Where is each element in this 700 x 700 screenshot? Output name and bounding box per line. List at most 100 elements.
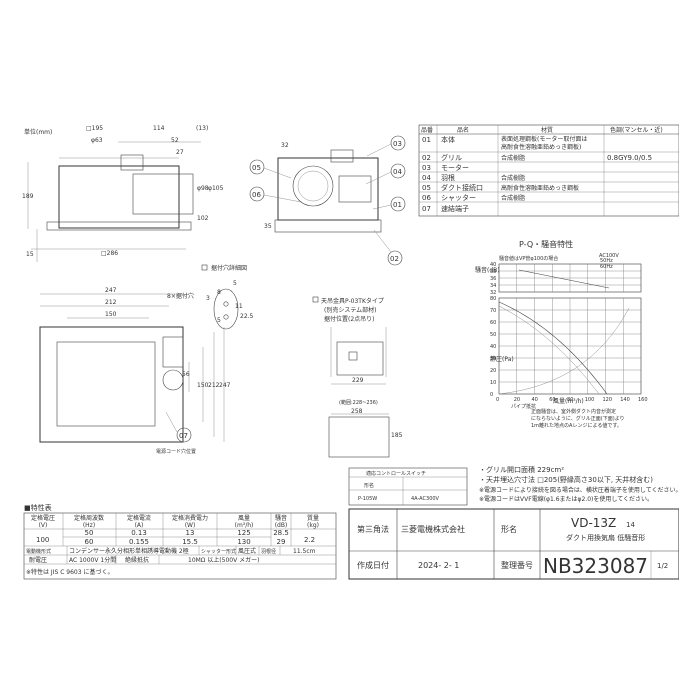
dim-text: 8×据付穴 [167, 292, 194, 300]
projection-label: 第三角法 [357, 524, 389, 534]
table-cell: 4A-AC300V [411, 496, 440, 502]
dim-text: 212 [208, 382, 220, 389]
dim-text: 247 [219, 382, 231, 389]
noise-tick: 38 [490, 269, 496, 275]
dim-text: □286 [101, 250, 118, 257]
spec-header: (dB) [275, 522, 288, 529]
table-cell: 0.8GY9.0/0.5 [607, 154, 652, 162]
spec-voltage: 100 [36, 536, 49, 544]
dim-text: 102 [197, 215, 209, 222]
hanger-title: 据付位置(2点吊り) [324, 315, 375, 323]
spec-label: 絶縁抵抗 [125, 556, 149, 564]
x-tick: 80 [567, 397, 573, 403]
spec-label: 羽根径 [261, 548, 276, 555]
callout-05: 05 [249, 159, 292, 179]
dim-text: 189 [22, 193, 34, 200]
table-header: 色調(マンセル・近) [610, 126, 663, 134]
dim-text: φ98 [197, 185, 209, 192]
spec-label: シャッター形式 [201, 548, 236, 555]
dim-text: 22.5 [240, 313, 254, 320]
table-cell: シャッター [441, 193, 476, 202]
dim-text: 114 [153, 125, 165, 132]
dim-text: 27 [176, 149, 184, 156]
table-cell: 04 [422, 174, 431, 182]
note-line: ※電源コードにより接続を図る場合は、横状圧着端子を使用してください。 [479, 486, 679, 494]
spec-value: コンデンサー永久分相形単相誘導電動機 2極 [69, 547, 189, 555]
spec-value: 11.5cm [293, 548, 316, 555]
spec-cell: 28.5 [273, 529, 289, 537]
dim-text: 5 [233, 280, 237, 287]
dim-text: (範囲:228~236) [339, 399, 378, 406]
table-cell: モーター [441, 163, 469, 172]
hanger-title: 天吊金具P-03TKタイプ [321, 297, 384, 305]
fan-circle [292, 165, 334, 207]
callout-02: 02 [373, 229, 403, 266]
static-tick: 40 [490, 344, 496, 350]
static-tick: 50 [490, 332, 496, 338]
spec-cell: 60 [85, 538, 94, 546]
svg-text:02: 02 [390, 255, 399, 263]
pq-curve-50hz [498, 301, 608, 395]
note-line: ※電源コードはVVF電線(φ1.6またはφ2.0)を使用してください。 [479, 495, 653, 503]
doc-number: NB323087 [543, 554, 648, 578]
chart-title: P-Q・騒音特性 [519, 239, 573, 249]
spec-label: 耐電圧 [29, 556, 47, 564]
date-label: 作成日付 [357, 560, 389, 570]
switch-table-title: 適応コントロールスイッチ [366, 470, 426, 477]
dim-text: φ105 [208, 185, 224, 192]
static-tick: 80 [490, 296, 496, 302]
table-cell: 速結端子 [441, 204, 469, 213]
model-main: VD-13Z [571, 516, 616, 530]
static-tick: 10 [490, 380, 496, 386]
callout-04: 04 [365, 163, 406, 185]
static-tick: 30 [490, 356, 496, 362]
parts-table: 品番 品名 材質 色調(マンセル・近) 01 本体 表面処理鋼板(モーター取付面… [418, 124, 680, 217]
x-tick: 120 [603, 397, 613, 403]
callout-06: 06 [249, 186, 302, 203]
x-tick: 60 [549, 397, 555, 403]
dim-text: 258 [351, 408, 363, 415]
dim-text: 185 [391, 432, 403, 439]
table-header: 品番 [421, 127, 433, 134]
svg-text:03: 03 [393, 140, 402, 148]
dim-text: 56 [182, 371, 190, 378]
x-tick: 160 [638, 397, 648, 403]
dim-text: 212 [105, 299, 117, 306]
table-cell: 高耐食性溶融亜鉛めっき鋼板) [501, 143, 581, 151]
spec-header: (Hz) [83, 522, 95, 529]
unit-label: 単位(mm) [24, 128, 52, 136]
table-cell: 03 [422, 164, 431, 172]
model-description: ダクト用換気扇 低騒音形 [566, 533, 645, 542]
dim-text: 15 [26, 251, 34, 258]
dim-text: φ63 [91, 137, 103, 144]
switch-table: 適応コントロールスイッチ 形名 P-105W 4A-AC300V [348, 467, 468, 506]
spec-header: 定格周波数 [74, 514, 104, 522]
power-label: AC100V [599, 253, 619, 259]
table-header: 形名 [364, 482, 374, 489]
noise-axis-label: 騒音(dB) [475, 266, 500, 274]
svg-text:01: 01 [393, 201, 402, 209]
spec-header: 定格電圧 [31, 514, 55, 522]
spec-header: (V) [39, 522, 48, 529]
side-view: 32 35 03 04 05 06 01 02 [249, 135, 406, 266]
noise-curve [518, 269, 610, 289]
dim-text: 5 [217, 317, 221, 324]
spec-cell: 130 [237, 538, 250, 546]
dim-text: 3 [206, 295, 210, 302]
chart-note: 正面騒音は、室外側ダクト内音が測定 [531, 408, 616, 415]
spec-cell: 15.5 [182, 538, 198, 546]
x-tick: 100 [585, 397, 595, 403]
table-header: 品名 [457, 126, 469, 134]
noise-tick: 36 [490, 276, 496, 282]
note-line: ・天井埋込穴寸法 □205(野縁高さ30以下, 天井材含む) [479, 475, 653, 484]
spec-footnote: ※特性は JIS C 9603 に基づく。 [26, 568, 113, 576]
spec-header: (W) [185, 522, 196, 529]
spec-header: 風量 [238, 515, 250, 522]
table-cell: 06 [422, 194, 431, 202]
spec-header: 騒音 [275, 514, 287, 522]
spec-header: (A) [135, 522, 144, 529]
shutter-circle [297, 170, 329, 202]
spec-table: ■特性表 定格電圧(V)定格周波数(Hz)定格電流(A)定格消費電力(W)風量(… [23, 503, 337, 580]
table-cell: P-105W [358, 496, 377, 502]
bottom-view: 247 212 150 56 150 212 247 07 電源コード穴位置 [39, 287, 231, 455]
